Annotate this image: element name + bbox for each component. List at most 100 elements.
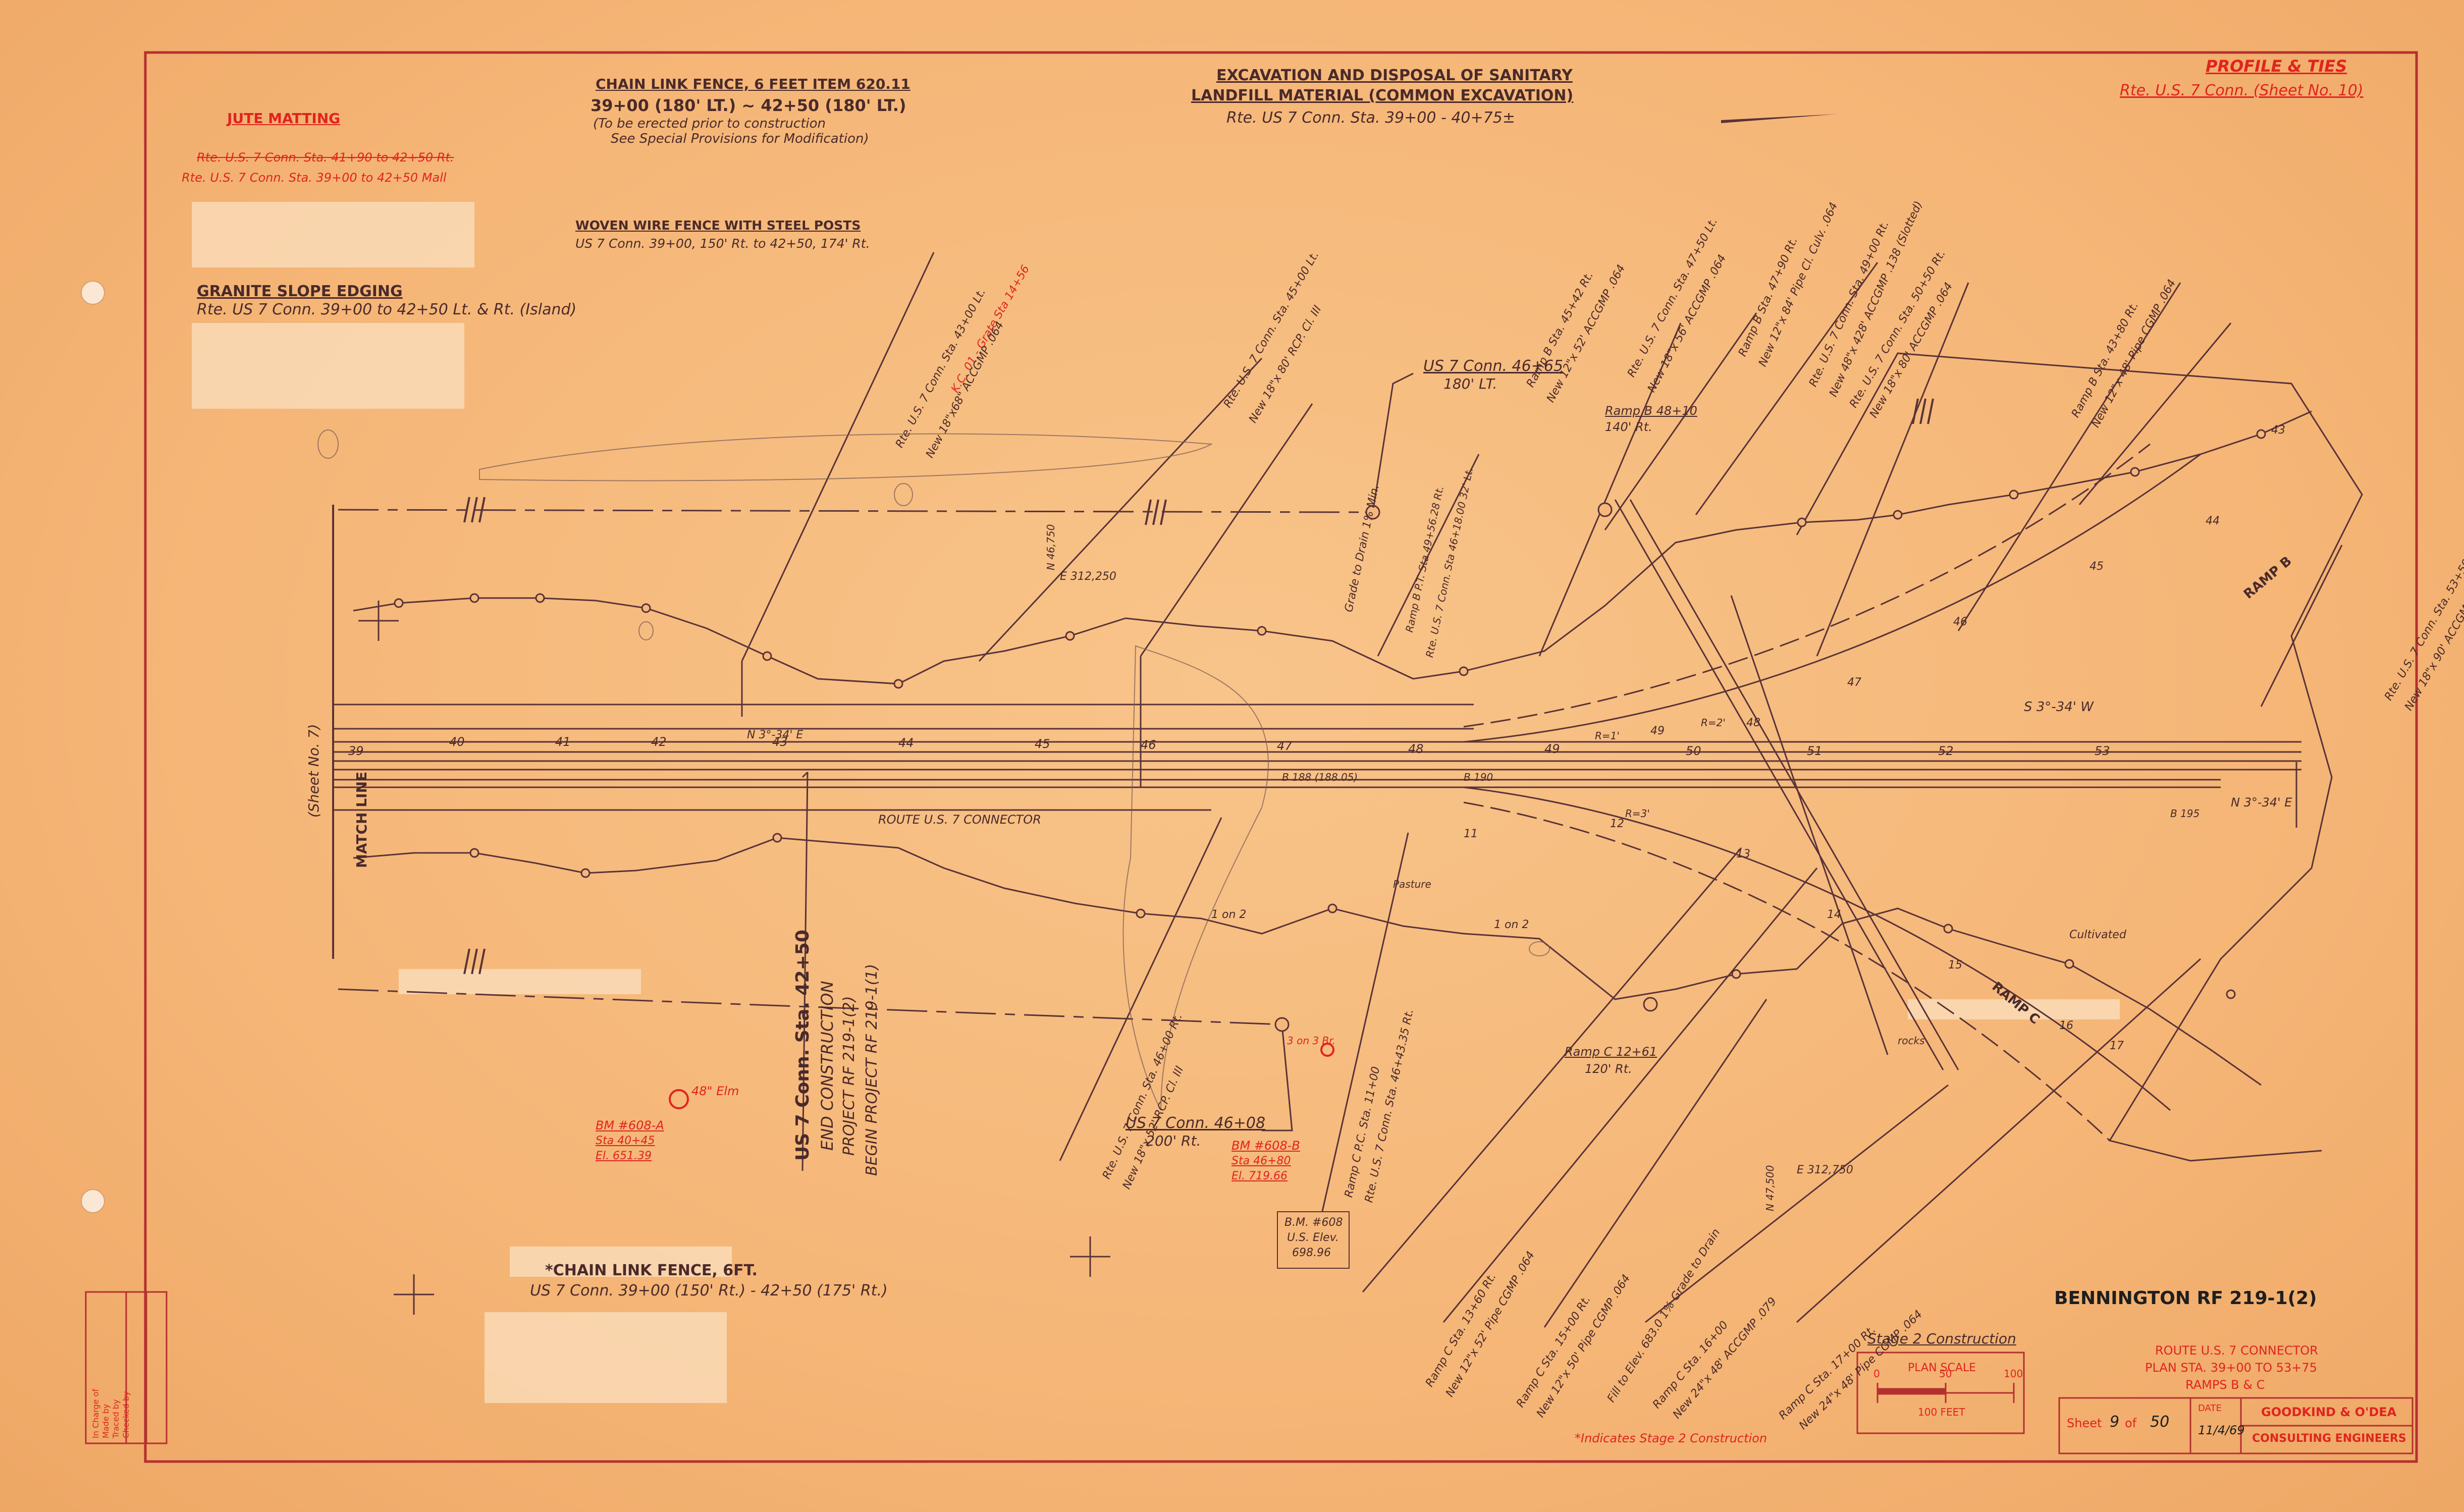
scale-100: 100 xyxy=(2004,1368,2023,1380)
jute-matting-line1: Rte. U.S. 7 Conn. Sta. 41+90 to 42+50 Rt… xyxy=(197,150,454,165)
bearing-1: S 3°-34' W xyxy=(2024,699,2094,715)
stations_ramp_c-3: 14 xyxy=(1827,908,1841,921)
punch-hole xyxy=(81,281,105,305)
stations_main-11: 50 xyxy=(1686,744,1701,758)
r2-label: R=2' xyxy=(1701,717,1726,729)
tb-route: ROUTE U.S. 7 CONNECTOR xyxy=(2155,1343,2318,1358)
tb-ramps: RAMPS B & C xyxy=(2185,1378,2265,1392)
bm-608-elev: 698.96 xyxy=(1292,1247,1331,1259)
tb-plan: PLAN STA. 39+00 TO 53+75 xyxy=(2145,1361,2317,1375)
stations_ramp_c-0: 11 xyxy=(1464,828,1478,840)
jute-matting-line2: Rte. U.S. 7 Conn. Sta. 39+00 to 42+50 Ma… xyxy=(182,171,447,185)
tb-sheet-label: Sheet xyxy=(2067,1416,2102,1430)
bearing-3: N 3°-34' E xyxy=(747,729,804,741)
fence-sta: 39+00 (180' LT.) ~ 42+50 (180' LT.) xyxy=(591,96,906,115)
callout-ramp-b-offset: 140' Rt. xyxy=(1605,420,1652,434)
stations_main-9: 48 xyxy=(1408,742,1424,756)
tb-date: 11/4/69 xyxy=(2198,1423,2245,1437)
stations_main-10: 49 xyxy=(1544,742,1560,756)
callout-us7-4608: US 7 Conn. 46+08 xyxy=(1126,1114,1266,1132)
end-construction: END CONSTRUCTION xyxy=(818,981,837,1151)
bm-b-title: BM #608-B xyxy=(1231,1139,1300,1153)
granite-sta: Rte. US 7 Conn. 39+00 to 42+50 Lt. & Rt.… xyxy=(197,301,577,318)
begin-project: BEGIN PROJECT RF 219-1(1) xyxy=(863,963,881,1176)
route-connector-label: ROUTE U.S. 7 CONNECTOR xyxy=(878,813,1041,827)
chain-star-title: *CHAIN LINK FENCE, 6FT. xyxy=(545,1262,758,1279)
project-number: BENNINGTON RF 219-1(2) xyxy=(2054,1288,2317,1309)
fence-note2: See Special Provisions for Modification) xyxy=(611,131,869,146)
rocks-label: rocks xyxy=(1898,1035,1925,1047)
stage2-note: *Indicates Stage 2 Construction xyxy=(1575,1431,1767,1445)
end-project: PROJECT RF 219-1(2) xyxy=(840,996,858,1156)
scale-unit: 100 FEET xyxy=(1918,1406,1965,1418)
woven-title: WOVEN WIRE FENCE WITH STEEL POSTS xyxy=(575,218,861,233)
tb-date-label: DATE xyxy=(2198,1403,2222,1414)
stations_ramp_b-0: 43 xyxy=(2271,424,2285,437)
callout-ramp-c-offset: 120' Rt. xyxy=(1585,1062,1632,1076)
stations_main-5: 44 xyxy=(898,736,914,750)
tb-traced-by: Traced by xyxy=(111,1399,121,1438)
n46750-label: N 46,750 xyxy=(1045,524,1057,570)
granite-title: GRANITE SLOPE EDGING xyxy=(197,283,403,300)
tb-checked-by: Checked by xyxy=(121,1391,131,1438)
bearing-2: N 3°-34' E xyxy=(2231,795,2292,809)
stations_main-2: 41 xyxy=(555,735,571,749)
callout-ramp-c: Ramp C 12+61 xyxy=(1565,1045,1657,1059)
stations_ramp_b-1: 44 xyxy=(2206,515,2220,527)
b188-label: B 188 (188.05) xyxy=(1282,771,1358,783)
e312250-label: E 312,250 xyxy=(1060,570,1116,583)
bm-a-elev: El. 651.39 xyxy=(596,1150,652,1162)
excavation-sta: Rte. US 7 Conn. Sta. 39+00 - 40+75± xyxy=(1226,109,1515,127)
stations_ramp_c-1: 12 xyxy=(1610,818,1624,830)
stations_main-13: 52 xyxy=(1938,744,1954,758)
stations_ramp_c-5: 16 xyxy=(2059,1019,2073,1032)
tb-in-charge: In Charge of xyxy=(91,1389,100,1438)
stage2-box-label: Stage 2 Construction xyxy=(1867,1330,2016,1347)
tb-sheet-no: 9 xyxy=(2110,1413,2120,1431)
cultivated-label: Cultivated xyxy=(2069,929,2126,941)
stations_ramp_c-4: 15 xyxy=(1948,959,1962,971)
stations_main-3: 42 xyxy=(651,735,667,749)
stations_main-12: 51 xyxy=(1807,744,1823,758)
sheet-border xyxy=(144,51,2418,1463)
stations_main-8: 47 xyxy=(1277,739,1293,753)
stations_ramp_c-6: 17 xyxy=(2110,1040,2124,1052)
bm-608-title: B.M. #608 xyxy=(1284,1216,1343,1229)
stations_main-0: 39 xyxy=(348,744,364,758)
stations_ramp_b-5: 48 xyxy=(1746,717,1760,729)
fence-note1: (To be erected prior to construction xyxy=(593,116,826,131)
fence-title: CHAIN LINK FENCE, 6 FEET ITEM 620.11 xyxy=(596,76,910,92)
e312750-label: E 312,750 xyxy=(1797,1164,1853,1176)
stations_ramp_b-2: 45 xyxy=(2090,560,2104,573)
n47500-label: N 47,500 xyxy=(1764,1165,1776,1211)
excavation-line1: EXCAVATION AND DISPOSAL OF SANITARY xyxy=(1216,67,1573,84)
stations_ramp_b-4: 47 xyxy=(1847,676,1861,689)
stations_ramp_b-6: 49 xyxy=(1650,725,1665,737)
profile-ties-title: PROFILE & TIES xyxy=(2206,57,2347,76)
scale-50: 50 xyxy=(1939,1368,1952,1380)
stations_ramp_b-3: 46 xyxy=(1953,616,1967,628)
woven-sta: US 7 Conn. 39+00, 150' Rt. to 42+50, 174… xyxy=(575,236,870,251)
bm-608-box xyxy=(1277,1211,1350,1269)
slope-1on2a: 1 on 2 xyxy=(1211,908,1247,921)
chain-star-sta: US 7 Conn. 39+00 (150' Rt.) - 42+50 (175… xyxy=(530,1282,888,1300)
bm-b-elev: El. 719.66 xyxy=(1231,1170,1288,1182)
stations_main-4: 43 xyxy=(772,735,788,749)
callout-us7-4665-offset: 180' LT. xyxy=(1443,375,1497,392)
scale-title: PLAN SCALE xyxy=(1908,1362,1976,1374)
bm-a-title: BM #608-A xyxy=(596,1118,664,1132)
profile-ties-subtitle: Rte. U.S. 7 Conn. (Sheet No. 10) xyxy=(2120,82,2364,99)
callout-us7-4665: US 7 Conn. 46+65 xyxy=(1423,357,1564,375)
tb-firm-sub: CONSULTING ENGINEERS xyxy=(2252,1432,2406,1445)
scale-0: 0 xyxy=(1873,1368,1880,1380)
jute-matting-title: JUTE MATTING xyxy=(227,110,341,127)
bm-b-sta: Sta 46+80 xyxy=(1231,1155,1291,1167)
bm-a-sta: Sta 40+45 xyxy=(596,1135,655,1147)
r1-label: R=1' xyxy=(1595,730,1620,742)
stations_main-1: 40 xyxy=(449,735,465,749)
tb-firm: GOODKIND & O'DEA xyxy=(2261,1405,2397,1419)
bm-608-sub: U.S. Elev. xyxy=(1287,1231,1339,1244)
b190-label: B 190 xyxy=(1464,771,1493,783)
end-sta: US 7 Conn. Sta. 42+50 xyxy=(792,930,813,1161)
